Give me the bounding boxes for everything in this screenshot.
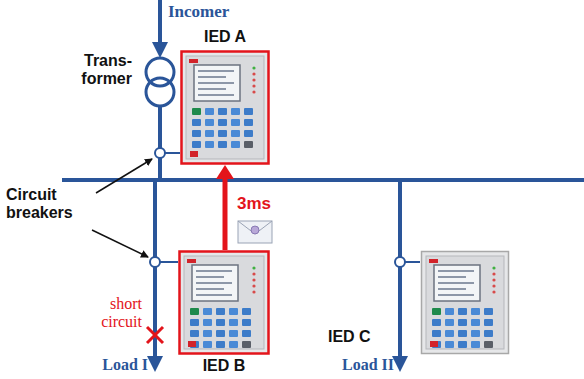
- ied-label: IED C: [328, 328, 371, 346]
- incomer-label: Incomer: [168, 2, 229, 22]
- ied-label: IED B: [203, 357, 246, 375]
- transformer-label: Trans- former: [70, 52, 132, 89]
- incomer-arrow: [158, 0, 162, 50]
- ct-wire: [165, 152, 180, 154]
- fault-cross: [147, 327, 163, 343]
- busbar: [62, 178, 584, 182]
- fault-label: short circuit: [88, 295, 142, 332]
- ct-wire: [405, 261, 420, 263]
- load-label: Load I: [102, 356, 148, 374]
- ied-node: IED B: [178, 250, 270, 355]
- goose-message-arrow: [216, 165, 234, 250]
- ied-device: [420, 250, 510, 355]
- circuit-breaker: [150, 257, 160, 267]
- message-envelope: [238, 221, 272, 243]
- ied-label: IED A: [204, 28, 246, 46]
- leader-arrow: [96, 159, 152, 193]
- circuit-breaker: [155, 148, 165, 158]
- load-feeder: [398, 180, 402, 364]
- ied-node: IED C: [420, 250, 510, 355]
- ied-node: IED A: [180, 50, 270, 165]
- latency-label: 3ms: [237, 194, 271, 214]
- load-label: Load II: [342, 356, 394, 374]
- ied-device: [180, 50, 270, 165]
- leader-arrow: [92, 230, 148, 257]
- ied-device: [178, 250, 270, 355]
- breaker-label: Circuit breakers: [6, 186, 92, 223]
- circuit-breaker: [395, 257, 405, 267]
- ct-wire: [160, 261, 178, 263]
- transformer-winding: [146, 78, 174, 106]
- feeder-line: [158, 106, 162, 182]
